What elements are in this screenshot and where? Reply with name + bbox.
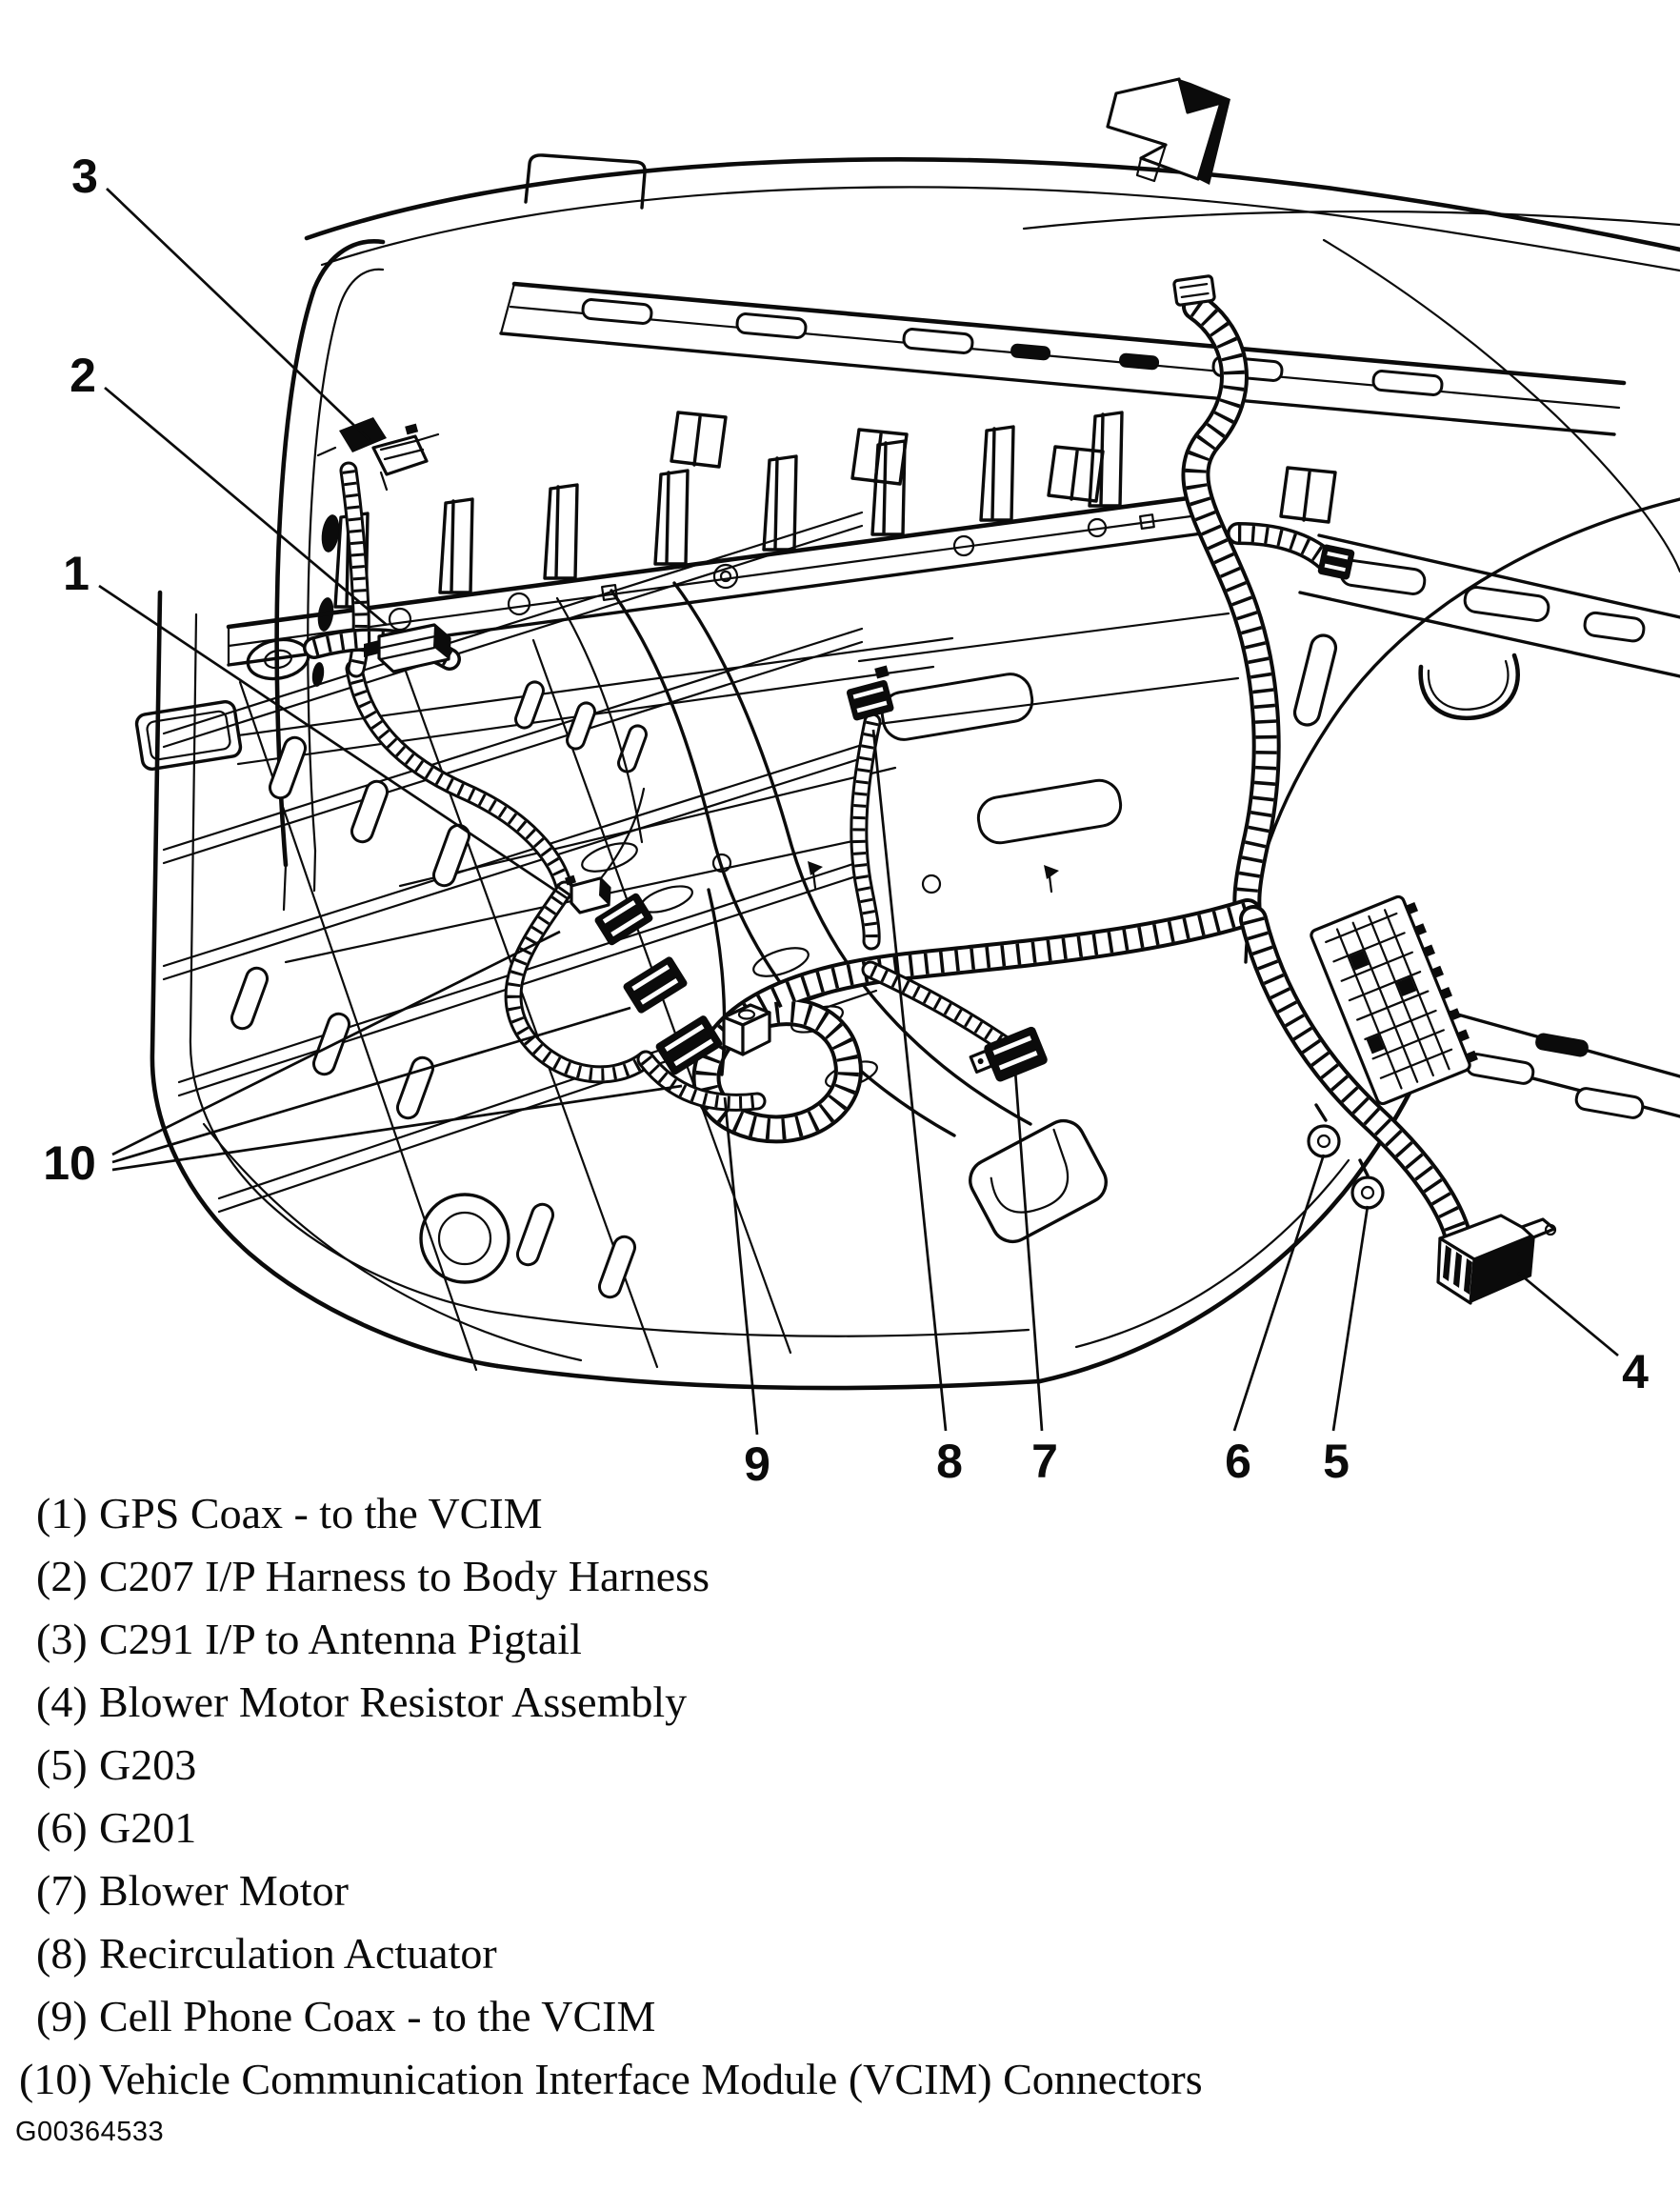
callout-leader-10 xyxy=(111,930,561,1156)
legend-item-10: (10)Vehicle Communication Interface Modu… xyxy=(0,2048,1680,2111)
callout-number-9: 9 xyxy=(744,1437,770,1486)
figure-id-code: G00364533 xyxy=(15,2117,165,2147)
cell-phone-coax xyxy=(707,888,727,1076)
callout-leader-10 xyxy=(111,1006,631,1164)
callout-number-3: 3 xyxy=(71,150,98,203)
legend-item-7: (7)Blower Motor xyxy=(0,1859,1680,1922)
top-loom-connector xyxy=(1172,274,1216,307)
recirc-actuator-connector xyxy=(846,665,894,721)
legend-item-5: (5)G203 xyxy=(0,1734,1680,1797)
legend-item-number: (8) xyxy=(36,1929,88,1978)
legend-item-label: C291 I/P to Antenna Pigtail xyxy=(99,1615,582,1663)
legend-item-label: Recirculation Actuator xyxy=(99,1929,497,1978)
legend-item-number: (5) xyxy=(36,1740,88,1789)
legend-item-6: (6)G201 xyxy=(0,1797,1680,1859)
callout-number-4: 4 xyxy=(1622,1345,1649,1398)
callout-leader-7 xyxy=(1013,1070,1044,1432)
callout-leader-6 xyxy=(1232,1154,1326,1432)
harness-branch-right xyxy=(1238,533,1326,560)
legend-item-number: (6) xyxy=(36,1803,88,1852)
blower-motor-connector xyxy=(969,1026,1048,1082)
legend-item-4: (4)Blower Motor Resistor Assembly xyxy=(0,1671,1680,1734)
callout-number-8: 8 xyxy=(936,1435,963,1486)
callout-number-6: 6 xyxy=(1225,1435,1251,1486)
callout-leader-3 xyxy=(106,188,370,441)
legend-item-label: C207 I/P Harness to Body Harness xyxy=(99,1552,710,1600)
branch-end-connector xyxy=(1317,544,1355,580)
legend-item-number: (2) xyxy=(36,1552,88,1600)
legend-item-number: (3) xyxy=(36,1615,88,1663)
vcim-module-grid xyxy=(1310,894,1478,1106)
connectors xyxy=(316,274,1557,1305)
legend: (1)GPS Coax - to the VCIM (2)C207 I/P Ha… xyxy=(0,1482,1680,2111)
callout-leader-10 xyxy=(111,1084,683,1172)
legend-item-label: Blower Motor Resistor Assembly xyxy=(99,1678,688,1726)
callout-leader-5 xyxy=(1331,1205,1370,1432)
callout-number-10: 10 xyxy=(43,1136,96,1190)
callout-number-5: 5 xyxy=(1323,1435,1350,1486)
legend-item-label: Vehicle Communication Interface Module (… xyxy=(99,2055,1203,2103)
legend-item-label: GPS Coax - to the VCIM xyxy=(99,1489,543,1537)
legend-item-1: (1)GPS Coax - to the VCIM xyxy=(0,1482,1680,1545)
callout-leader-2 xyxy=(104,386,388,627)
recirc-actuator-pigtail xyxy=(859,722,872,941)
blower-pigtail xyxy=(870,970,1010,1048)
legend-item-number: (10) xyxy=(19,2055,92,2103)
callout-number-2: 2 xyxy=(70,349,96,402)
gps-coax-connector xyxy=(565,874,611,914)
legend-item-label: G203 xyxy=(99,1740,197,1789)
legend-item-number: (4) xyxy=(36,1678,88,1726)
callout-number-1: 1 xyxy=(63,547,90,600)
c207-connector xyxy=(364,623,451,673)
direction-arrow-icon xyxy=(1106,77,1230,185)
legend-item-label: Cell Phone Coax - to the VCIM xyxy=(99,1992,656,2040)
legend-item-8: (8)Recirculation Actuator xyxy=(0,1922,1680,1985)
cowl-panel xyxy=(274,153,1680,912)
legend-item-label: Blower Motor xyxy=(99,1866,349,1915)
legend-item-3: (3)C291 I/P to Antenna Pigtail xyxy=(0,1608,1680,1671)
legend-item-label: G201 xyxy=(99,1803,197,1852)
c291-connector xyxy=(316,417,440,492)
blower-resistor-assembly xyxy=(1436,1214,1557,1305)
callout-leader-1 xyxy=(98,584,570,901)
g203-ground-ring xyxy=(1350,1158,1385,1210)
callout-leader-9 xyxy=(723,1096,759,1436)
vehicle-wiring-diagram: 3 2 1 10 9 8 7 6 5 4 xyxy=(43,77,1680,1486)
legend-item-number: (9) xyxy=(36,1992,88,2040)
legend-item-9: (9)Cell Phone Coax - to the VCIM xyxy=(0,1985,1680,2048)
legend-item-number: (1) xyxy=(36,1489,88,1537)
vcim-connector-c xyxy=(655,1015,723,1075)
harness-clip xyxy=(808,861,823,875)
legend-item-number: (7) xyxy=(36,1866,88,1915)
legend-item-2: (2)C207 I/P Harness to Body Harness xyxy=(0,1545,1680,1608)
callout-leader-8 xyxy=(871,729,948,1432)
harness-clip xyxy=(1044,865,1059,879)
callout-leader-4 xyxy=(1517,1271,1619,1357)
callout-layer: 3 2 1 10 9 8 7 6 5 4 xyxy=(43,150,1649,1486)
callout-number-7: 7 xyxy=(1031,1435,1058,1486)
vcim-connector-b xyxy=(623,956,688,1014)
g201-ground-ring xyxy=(1307,1103,1341,1158)
vcim-connector-a xyxy=(594,893,653,946)
bracket-cube xyxy=(722,1003,771,1056)
